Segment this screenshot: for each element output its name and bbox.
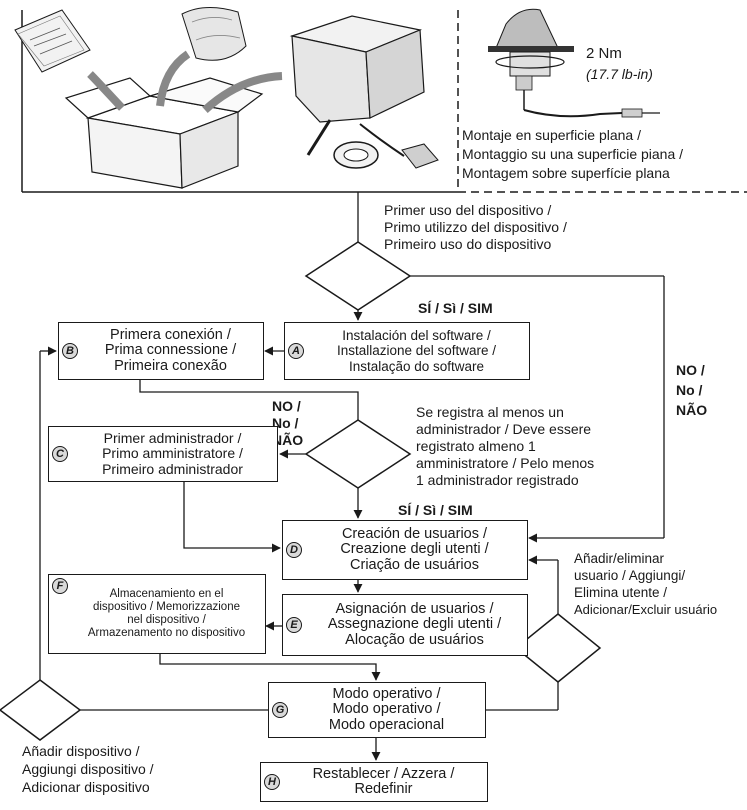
badge-d: D	[286, 542, 302, 558]
badge-h: H	[264, 774, 280, 790]
badge-b: B	[62, 343, 78, 359]
bag-icon	[181, 7, 247, 61]
node-d-user-creation: D Creación de usuarios / Creazione degli…	[282, 520, 528, 580]
torque-imperial-label: (17.7 lb-in)	[586, 66, 653, 82]
badge-c: C	[52, 446, 68, 462]
admin-no-label: NO / No / NÃO	[272, 398, 304, 448]
node-g-operating-mode: G Modo operativo / Modo operativo / Modo…	[268, 682, 486, 738]
unboxing-illustration	[14, 7, 458, 193]
torque-label: 2 Nm	[586, 45, 622, 62]
admin-yes-label: SÍ / Sì / SIM	[398, 502, 473, 518]
node-e-user-assignment: E Asignación de usuarios / Assegnazione …	[282, 594, 528, 656]
device-icon	[289, 15, 439, 169]
mount-caption: Montaje en superficie plana / Montaggio …	[462, 127, 684, 181]
add-user-label: Añadir/eliminar usuario / Aggiungi/ Elim…	[574, 551, 718, 617]
admin-registered-decision	[304, 419, 412, 489]
add-device-decision	[0, 679, 82, 741]
badge-e: E	[286, 617, 302, 633]
node-h-reset: H Restablecer / Azzera / Redefinir	[260, 762, 488, 802]
add-user-decision	[514, 613, 602, 683]
mount-illustration	[488, 8, 660, 118]
first-use-no-label: NO / No / NÃO	[676, 362, 708, 418]
manual-icon	[14, 9, 91, 73]
add-device-label: Añadir dispositivo / Aggiungi dispositiv…	[22, 743, 154, 795]
node-c-first-admin: C Primer administrador / Primo amministr…	[48, 426, 278, 482]
admin-question-label: Se registra al menos un administrador / …	[416, 404, 595, 488]
first-use-label: Primer uso del dispositivo / Primo utili…	[384, 202, 567, 252]
first-use-yes-label: SÍ / Sì / SIM	[418, 300, 493, 316]
node-f-device-storage: F Almacenamiento en el dispositivo / Mem…	[48, 574, 266, 654]
node-a-software-install: A Instalación del software / Installazio…	[284, 322, 530, 380]
node-b-first-connection: B Primera conexión / Prima connessione /…	[58, 322, 264, 380]
badge-f: F	[52, 578, 68, 594]
badge-a: A	[288, 343, 304, 359]
badge-g: G	[272, 702, 288, 718]
